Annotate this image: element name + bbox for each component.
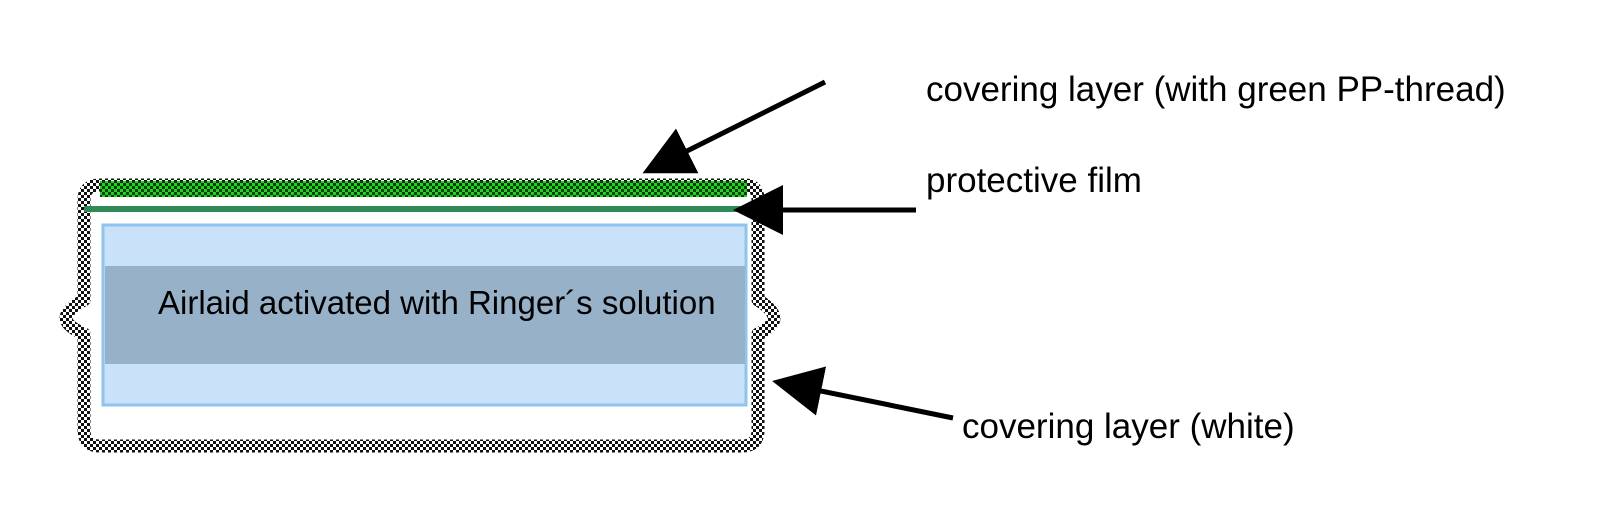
airlaid-core-band <box>105 266 745 364</box>
arrow-to-green-layer <box>642 79 827 174</box>
covering-layer-green-pp-thread <box>100 181 747 197</box>
arrow-to-white-layer <box>772 366 954 421</box>
protective-film-line <box>84 206 744 212</box>
label-covering-layer-white: covering layer (white) <box>962 407 1295 446</box>
label-covering-layer-green: covering layer (with green PP-thread) <box>926 70 1506 109</box>
label-protective-film: protective film <box>926 161 1142 200</box>
label-airlaid-core: Airlaid activated with Ringer´s solution <box>158 284 716 321</box>
covering-layer-white-envelope <box>59 178 781 453</box>
